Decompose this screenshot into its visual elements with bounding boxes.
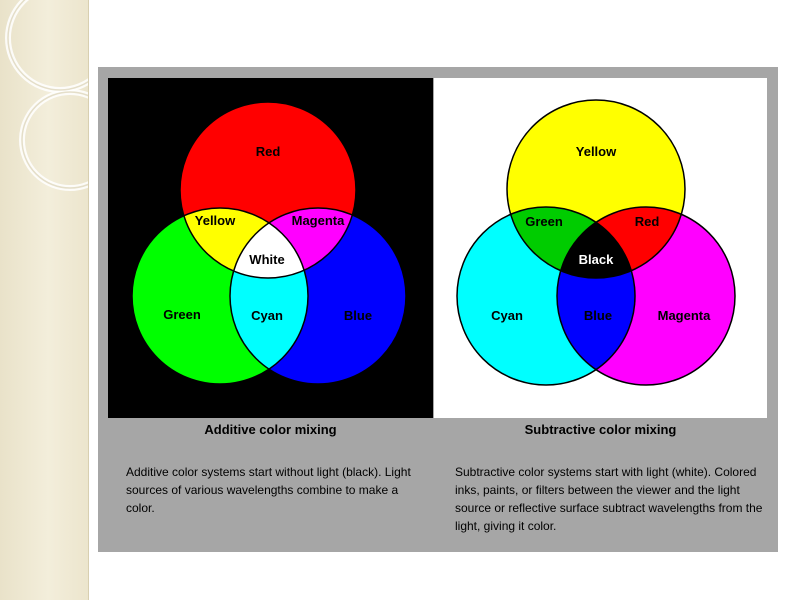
- subtractive-diagram: Yellow Green Red Black Cyan Blue Magenta: [434, 78, 767, 418]
- label-white: White: [249, 252, 284, 267]
- color-mixing-panel: Red Yellow Magenta White Green Cyan Blue: [98, 67, 778, 552]
- label-cyan: Cyan: [251, 308, 283, 323]
- additive-description: Additive color systems start without lig…: [126, 465, 411, 515]
- additive-caption: Additive color mixing: [204, 422, 337, 437]
- label-yellow: Yellow: [576, 144, 617, 159]
- label-magenta: Magenta: [658, 308, 712, 323]
- label-red: Red: [256, 144, 281, 159]
- additive-diagram: Red Yellow Magenta White Green Cyan Blue: [108, 78, 433, 418]
- label-green: Green: [163, 307, 201, 322]
- black-center: [557, 207, 635, 278]
- label-green: Green: [525, 214, 563, 229]
- label-magenta: Magenta: [292, 213, 346, 228]
- white-center: [230, 208, 308, 278]
- label-yellow: Yellow: [195, 213, 236, 228]
- additive-venn: Red Yellow Magenta White Green Cyan Blue: [131, 101, 407, 385]
- subtractive-caption: Subtractive color mixing: [524, 422, 677, 437]
- swirl-ornament: [5, 0, 88, 191]
- label-blue: Blue: [344, 308, 372, 323]
- label-black: Black: [579, 252, 614, 267]
- subtractive-description: Subtractive color systems start with lig…: [455, 465, 763, 533]
- label-blue: Blue: [584, 308, 612, 323]
- decorative-sidebar: [0, 0, 89, 600]
- subtractive-venn: Yellow Green Red Black Cyan Blue Magenta: [456, 99, 736, 386]
- label-red: Red: [635, 214, 660, 229]
- label-cyan: Cyan: [491, 308, 523, 323]
